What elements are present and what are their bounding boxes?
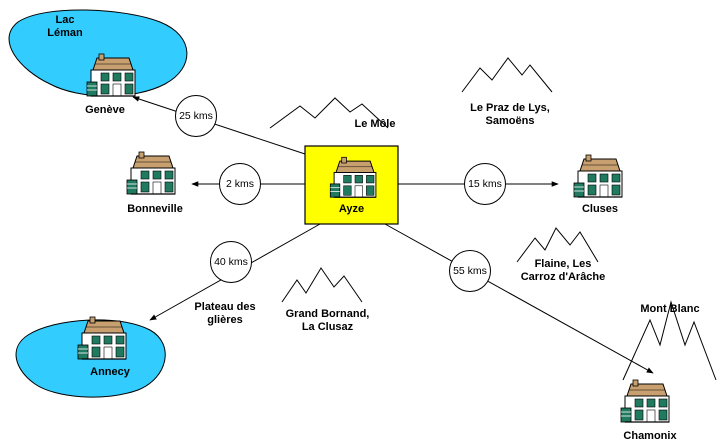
distance-chamonix: 55 kms xyxy=(449,250,491,292)
lake-label-leman: Lac Léman xyxy=(47,14,83,39)
route-chamonix xyxy=(384,223,654,374)
area-label-flaine: Flaine, Les Carroz d'Arâche xyxy=(520,258,606,283)
distance-geneve: 25 kms xyxy=(175,95,217,137)
town-label-cluses: Cluses xyxy=(581,203,619,215)
distance-cluses: 15 kms xyxy=(464,163,506,205)
mountain-icon xyxy=(461,57,553,93)
distance-bonneville: 2 kms xyxy=(219,163,261,205)
house-icon xyxy=(126,151,176,195)
area-label-glieres: Plateau des glières xyxy=(194,301,256,326)
distance-annecy: 40 kms xyxy=(210,241,252,283)
route-geneve xyxy=(132,96,306,155)
mountain-icon xyxy=(269,97,389,129)
area-label-bornand: Grand Bornand, La Clusaz xyxy=(285,308,370,333)
town-label-bonneville: Bonneville xyxy=(127,203,183,215)
house-icon xyxy=(620,379,670,423)
area-label-praz: Le Praz de Lys, Samoëns xyxy=(470,102,550,127)
town-label-geneve: Genève xyxy=(85,104,125,116)
area-label-mole: Le Môle xyxy=(354,118,396,130)
town-label-annecy: Annecy xyxy=(90,366,130,378)
town-label-chamonix: Chamonix xyxy=(623,430,677,442)
mountain-icon xyxy=(516,227,599,263)
house-icon xyxy=(573,154,623,198)
mountain-icon xyxy=(622,300,717,381)
mountain-icon xyxy=(281,267,363,303)
area-label-montblanc: Mont Blanc xyxy=(640,303,700,315)
lake-leman xyxy=(8,9,188,97)
hub-label: Ayze xyxy=(338,203,365,215)
